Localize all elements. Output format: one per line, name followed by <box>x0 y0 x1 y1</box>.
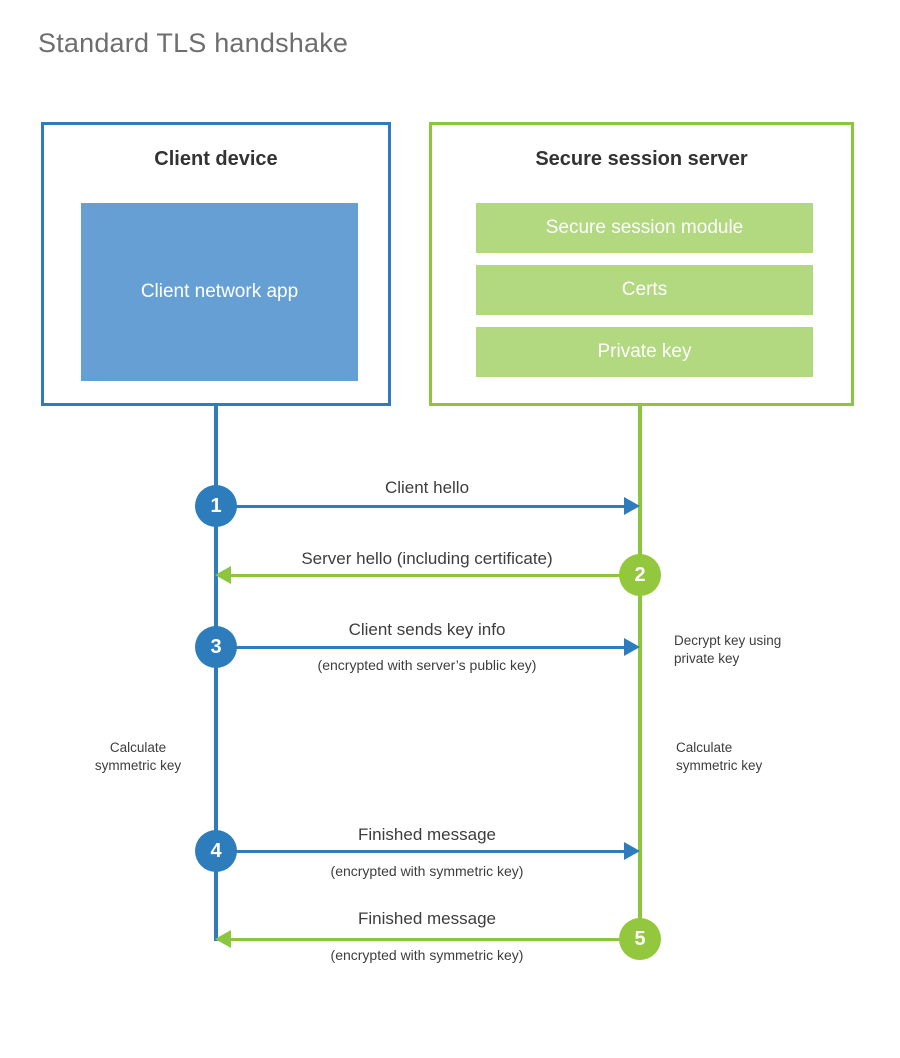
step-1-label: Client hello <box>384 478 470 497</box>
client-device-box: Client device Client network app <box>41 122 391 406</box>
step-4-sublabel: (encrypted with symmetric key) <box>330 863 524 879</box>
step-5-arrow-line <box>228 938 638 941</box>
step-5-sublabel: (encrypted with symmetric key) <box>330 947 524 963</box>
step-2-arrow-line <box>228 574 638 577</box>
step-3-sublabel: (encrypted with server’s public key) <box>317 657 537 673</box>
step-2-circle[interactable]: 2 <box>619 554 661 596</box>
client-network-app-block: Client network app <box>81 203 358 381</box>
step-2-label: Server hello (including certificate) <box>301 549 553 568</box>
annotation-client-calculate-symmetric-key: Calculate symmetric key <box>94 740 182 774</box>
step-2-arrowhead-icon <box>215 566 231 584</box>
annotation-decrypt-key: Decrypt key using private key <box>674 633 782 667</box>
client-device-title: Client device <box>154 148 278 170</box>
step-5-label: Finished message <box>358 909 496 928</box>
secure-session-server-box: Secure session server Secure session mod… <box>429 122 854 406</box>
step-3-arrowhead-icon <box>624 638 640 656</box>
server-lifeline <box>638 406 642 941</box>
step-1-arrow-line <box>216 505 626 508</box>
secure-session-server-title: Secure session server <box>535 148 748 170</box>
page-title: Standard TLS handshake <box>38 28 349 58</box>
client-lifeline <box>214 406 218 941</box>
step-3-label: Client sends key info <box>348 620 506 639</box>
step-4-label: Finished message <box>358 825 496 844</box>
step-5-arrowhead-icon <box>215 930 231 948</box>
step-1-arrowhead-icon <box>624 497 640 515</box>
annotation-server-calculate-symmetric-key: Calculate symmetric key <box>676 740 763 774</box>
step-4-circle[interactable]: 4 <box>195 830 237 872</box>
step-5-circle[interactable]: 5 <box>619 918 661 960</box>
step-3-arrow-line <box>216 646 626 649</box>
step-4-arrow-line <box>216 850 626 853</box>
secure-session-module-block: Secure session module <box>476 203 813 253</box>
private-key-block: Private key <box>476 327 813 377</box>
step-3-circle[interactable]: 3 <box>195 626 237 668</box>
step-4-arrowhead-icon <box>624 842 640 860</box>
step-1-circle[interactable]: 1 <box>195 485 237 527</box>
certs-block: Certs <box>476 265 813 315</box>
